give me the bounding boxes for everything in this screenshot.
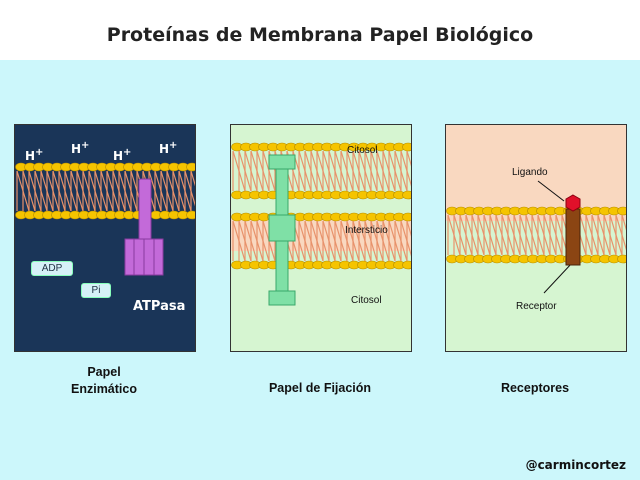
lipid-bilayer <box>231 142 411 200</box>
receptors-caption: Receptores <box>500 381 570 395</box>
adp-label: ADP <box>31 261 73 276</box>
receptors-panel: Ligando Receptor <box>445 124 627 352</box>
proton-ion: H+ <box>159 140 178 156</box>
pi-label: Pi <box>81 283 111 298</box>
interstitium-label: Intersticio <box>345 225 388 236</box>
lipid-bilayer <box>15 162 195 220</box>
enzymatic-caption-line2: Enzimático <box>71 382 137 396</box>
cytosol-top-label: Citosol <box>347 145 378 156</box>
receptor-membrane-diagram <box>446 125 626 294</box>
ligand-pointer <box>537 180 565 202</box>
enzymatic-caption: Papel Enzimático <box>14 364 194 398</box>
proton-ion: H+ <box>71 140 90 156</box>
header: Proteínas de Membrana Papel Biológico <box>0 0 640 60</box>
ligand-label: Ligando <box>512 167 548 178</box>
receptor-pointer <box>543 262 573 294</box>
anchoring-membrane-diagram <box>231 142 411 306</box>
atpase-label: ATPasa <box>133 299 186 314</box>
atpase-head <box>124 238 164 276</box>
enzymatic-membrane-diagram <box>15 162 195 276</box>
enzymatic-panel: H+ H+ H+ H+ ADP Pi ATPasa <box>14 124 196 352</box>
extracellular-region <box>446 125 626 221</box>
proton-ion: H+ <box>113 147 132 163</box>
anchoring-caption: Papel de Fijación <box>268 381 372 395</box>
enzymatic-caption-line1: Papel <box>87 365 121 379</box>
author-handle: @carmincortez <box>525 458 626 472</box>
receptor-protein <box>565 208 581 266</box>
atpase-stalk <box>138 178 152 242</box>
proton-ion: H+ <box>25 147 44 163</box>
anchoring-panel: Citosol Intersticio Citosol <box>230 124 412 352</box>
anchor-protein <box>268 154 296 306</box>
page-title: Proteínas de Membrana Papel Biológico <box>106 24 534 46</box>
receptor-label: Receptor <box>516 301 557 312</box>
cytosol-bottom-label: Citosol <box>351 295 382 306</box>
ligand-molecule <box>565 194 581 212</box>
